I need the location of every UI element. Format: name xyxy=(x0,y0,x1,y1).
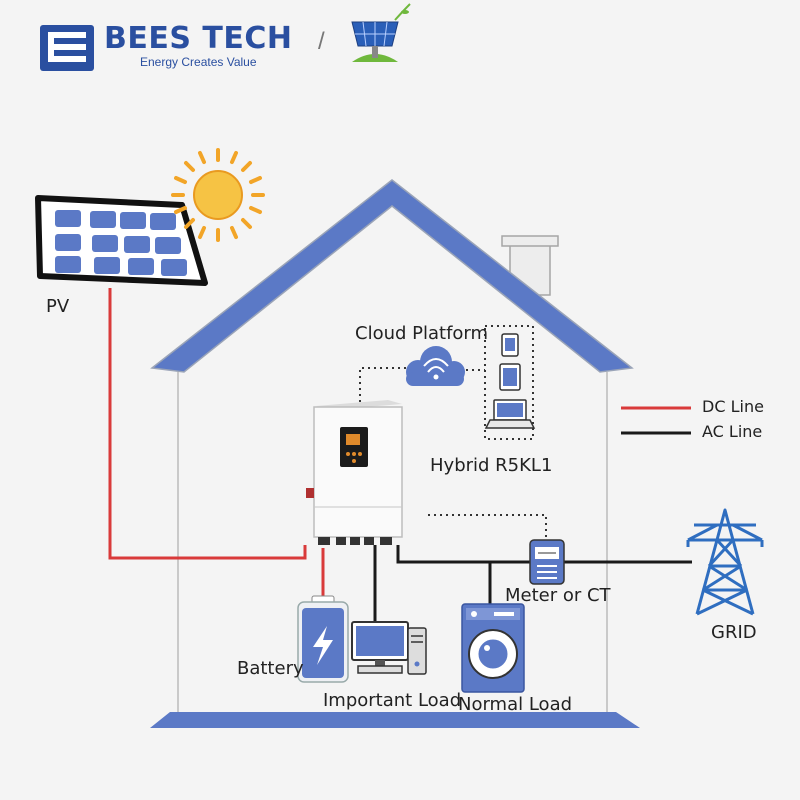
washing-machine-icon xyxy=(461,603,525,693)
brand-tagline: Energy Creates Value xyxy=(140,55,257,69)
legend-swatches xyxy=(621,406,691,435)
house-walls xyxy=(177,372,608,712)
inverter-label: Hybrid R5KL1 xyxy=(430,455,553,476)
meter-icon xyxy=(529,539,565,585)
power-tower-icon xyxy=(686,508,764,616)
bees-tech-logo-icon xyxy=(40,25,94,71)
tablet-icon xyxy=(499,363,521,391)
cloud-icon xyxy=(406,346,465,386)
header-separator: / xyxy=(318,28,325,55)
hybrid-inverter-icon xyxy=(306,400,403,545)
sun-icon xyxy=(171,148,265,242)
important-load-label: Important Load xyxy=(323,690,462,711)
house-roof xyxy=(150,179,634,373)
grid-label: GRID xyxy=(711,622,757,643)
normal-load-label: Normal Load xyxy=(458,694,573,715)
laptop-icon xyxy=(484,399,536,429)
legend-dc-label: DC Line xyxy=(702,397,764,416)
battery-label: Battery xyxy=(237,658,304,679)
monitoring-devices-group xyxy=(484,325,536,440)
phone-icon xyxy=(501,333,519,357)
solar-panel-logo-icon xyxy=(351,3,411,62)
battery-icon xyxy=(297,595,349,683)
cloud-platform-label: Cloud Platform xyxy=(355,323,489,344)
brand-name: BEES TECH xyxy=(104,21,293,56)
house-floor xyxy=(150,712,640,728)
dc-lines xyxy=(108,288,325,598)
pv-panel-icon xyxy=(35,195,208,286)
legend-ac-label: AC Line xyxy=(702,422,763,441)
computer-icon xyxy=(351,621,427,675)
pv-label: PV xyxy=(46,296,70,317)
ac-lines xyxy=(373,545,692,622)
meter-label: Meter or CT xyxy=(505,585,611,606)
